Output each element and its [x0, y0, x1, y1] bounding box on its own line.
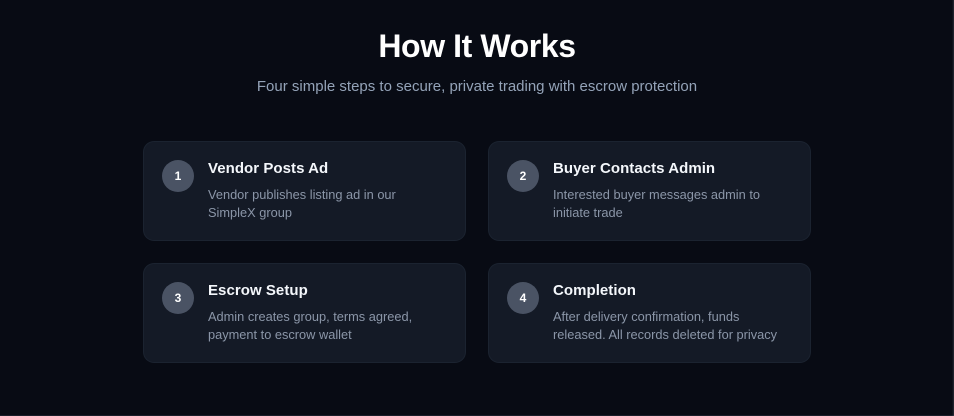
step-number-badge: 1: [162, 160, 194, 192]
step-card-3[interactable]: 3 Escrow Setup Admin creates group, term…: [143, 263, 466, 363]
step-card-4[interactable]: 4 Completion After delivery confirmation…: [488, 263, 811, 363]
step-number-badge: 4: [507, 282, 539, 314]
step-content: Escrow Setup Admin creates group, terms …: [208, 280, 447, 344]
step-content: Vendor Posts Ad Vendor publishes listing…: [208, 158, 447, 222]
page-title: How It Works: [378, 28, 576, 64]
page-subtitle: Four simple steps to secure, private tra…: [256, 78, 698, 95]
step-content: Completion After delivery confirmation, …: [553, 280, 792, 344]
step-description: Vendor publishes listing ad in our Simpl…: [208, 187, 396, 220]
step-card-1[interactable]: 1 Vendor Posts Ad Vendor publishes listi…: [143, 141, 466, 241]
steps-grid: 1 Vendor Posts Ad Vendor publishes listi…: [143, 141, 811, 363]
section-header: How It Works Four simple steps to secure…: [0, 27, 954, 97]
step-title: Vendor Posts Ad: [208, 160, 329, 177]
step-description: Interested buyer messages admin to initi…: [553, 187, 760, 220]
step-number-badge: 2: [507, 160, 539, 192]
step-title: Buyer Contacts Admin: [553, 160, 716, 177]
step-content: Buyer Contacts Admin Interested buyer me…: [553, 158, 792, 222]
viewport-edge-right: [952, 0, 954, 416]
step-card-2[interactable]: 2 Buyer Contacts Admin Interested buyer …: [488, 141, 811, 241]
step-title: Escrow Setup: [208, 282, 308, 299]
step-number-badge: 3: [162, 282, 194, 314]
step-description: After delivery confirmation, funds relea…: [553, 309, 778, 342]
step-description: Admin creates group, terms agreed, payme…: [208, 309, 413, 342]
step-title: Completion: [553, 282, 636, 299]
